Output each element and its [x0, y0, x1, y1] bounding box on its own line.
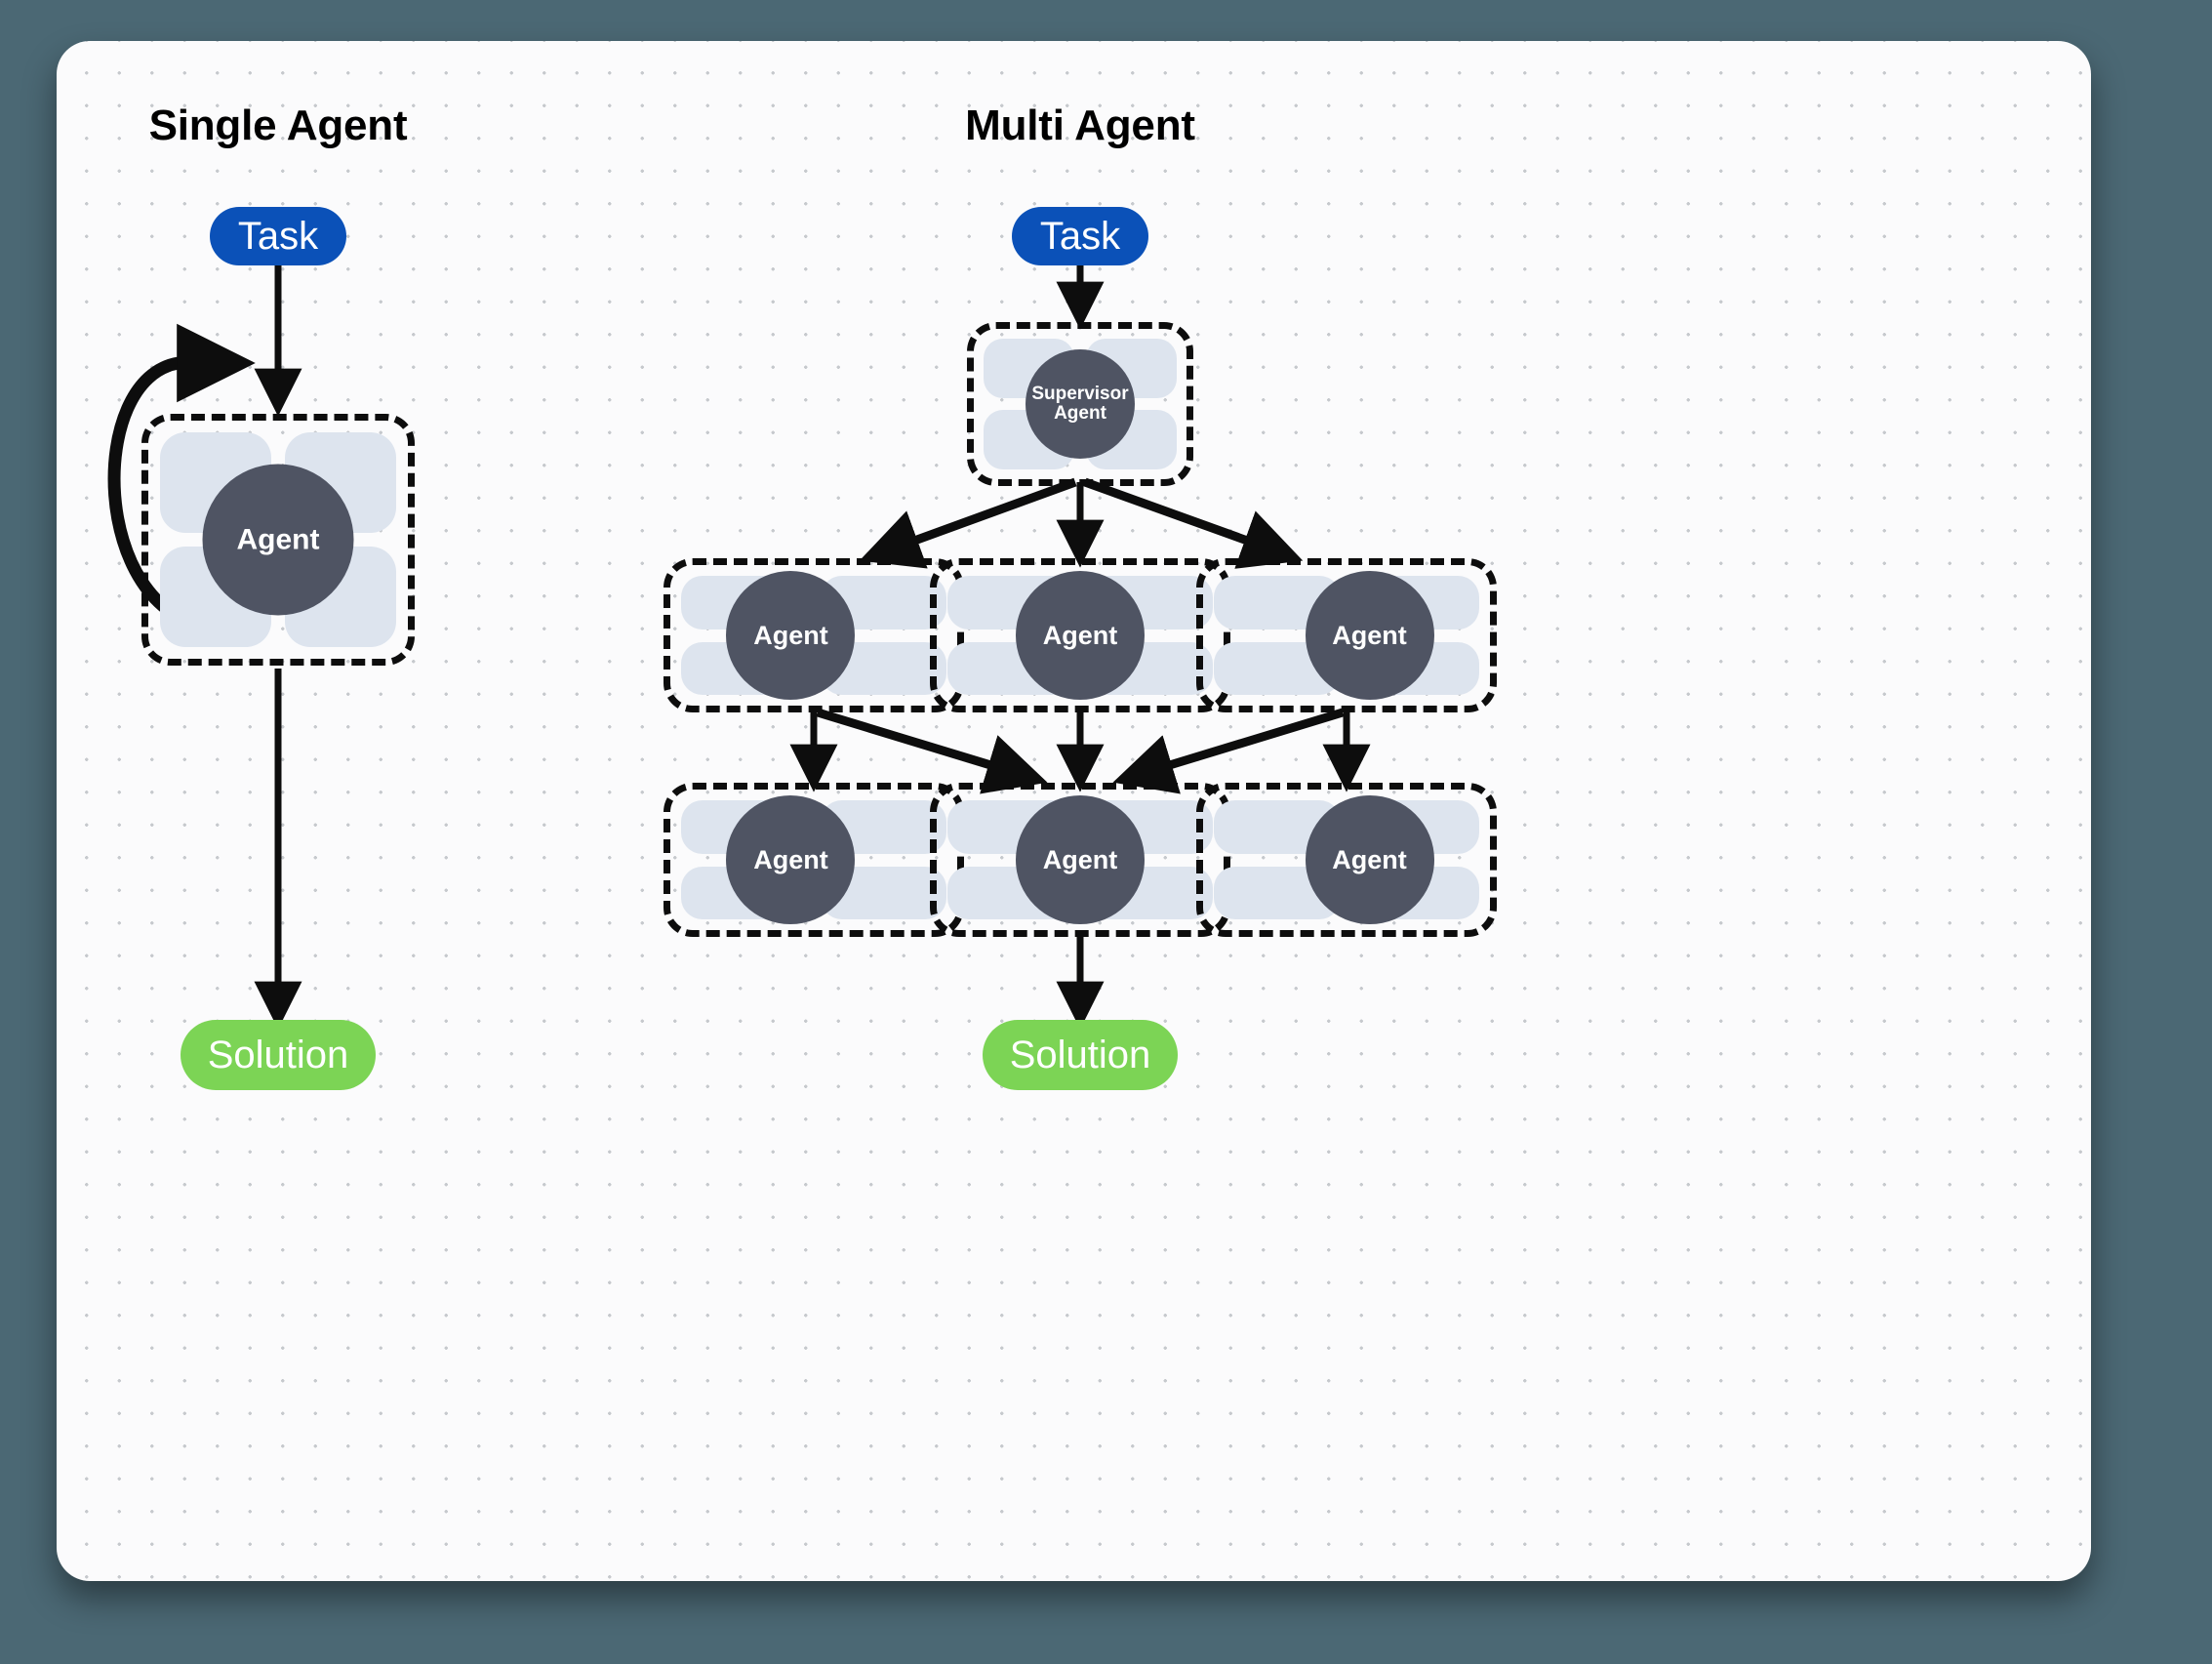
agent-label: Agent — [1332, 844, 1407, 874]
agent-circle-r1c2[interactable]: Agent — [1016, 571, 1145, 700]
agent-circle-r2c3[interactable]: Agent — [1305, 795, 1434, 924]
agent-label: Agent — [753, 620, 828, 650]
multi-solution-label: Solution — [1009, 1033, 1151, 1076]
single-solution-node[interactable]: Solution — [181, 1020, 376, 1090]
multi-agent-box-r1c1[interactable]: Agent — [664, 558, 964, 712]
single-agent-circle[interactable]: Agent — [202, 464, 354, 616]
multi-task-node[interactable]: Task — [1012, 207, 1148, 265]
multi-task-label: Task — [1039, 214, 1121, 258]
multi-agent-box-r1c3[interactable]: Agent — [1196, 558, 1497, 712]
panel-title-multi-agent: Multi Agent — [965, 101, 1195, 149]
agent-circle-r1c1[interactable]: Agent — [726, 571, 856, 700]
supervisor-agent-label-line2: Agent — [1054, 403, 1106, 424]
supervisor-agent-circle[interactable]: Supervisor Agent — [1026, 349, 1135, 459]
multi-solution-node[interactable]: Solution — [983, 1020, 1178, 1090]
panel-title-single-agent: Single Agent — [148, 101, 408, 149]
multi-agent-box-r2c1[interactable]: Agent — [664, 783, 964, 937]
single-agent-label: Agent — [236, 523, 320, 556]
single-task-node[interactable]: Task — [210, 207, 346, 265]
multi-agent-box-r2c2[interactable]: Agent — [930, 783, 1230, 937]
agent-circle-r2c2[interactable]: Agent — [1016, 795, 1145, 924]
single-solution-label: Solution — [207, 1033, 349, 1076]
agent-label: Agent — [1042, 620, 1118, 650]
single-agent-box[interactable]: Agent — [141, 414, 415, 666]
agent-label: Agent — [753, 844, 828, 874]
diagram-canvas: Single Agent Task Agent Solution Multi A… — [57, 41, 2091, 1581]
multi-agent-box-r1c2[interactable]: Agent — [930, 558, 1230, 712]
supervisor-agent-label: Supervisor Agent — [1031, 385, 1128, 424]
agent-circle-r1c3[interactable]: Agent — [1305, 571, 1434, 700]
supervisor-agent-box[interactable]: Supervisor Agent — [967, 322, 1193, 486]
agent-circle-r2c1[interactable]: Agent — [726, 795, 856, 924]
single-task-label: Task — [237, 214, 319, 258]
supervisor-agent-label-line1: Supervisor — [1031, 384, 1129, 405]
agent-label: Agent — [1332, 620, 1407, 650]
multi-agent-box-r2c3[interactable]: Agent — [1196, 783, 1497, 937]
agent-label: Agent — [1042, 844, 1118, 874]
